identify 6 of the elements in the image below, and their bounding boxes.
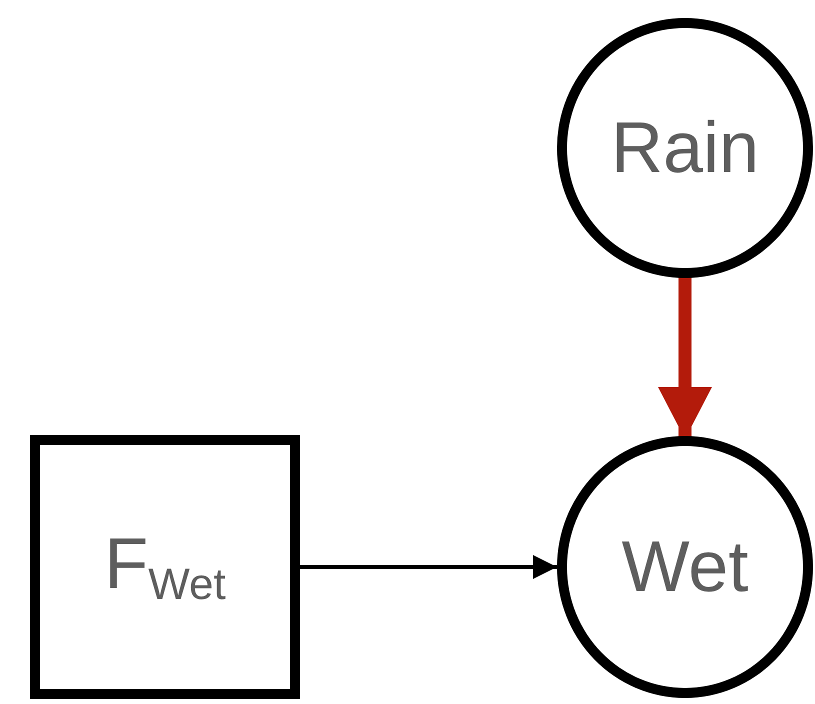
node-label: Wet: [622, 531, 748, 603]
node-label: F$_{Wet}$: [104, 528, 226, 606]
node-label: Rain: [610, 112, 760, 184]
factor-box: [30, 435, 300, 699]
arrow: [658, 276, 712, 439]
arrow: [300, 555, 557, 579]
